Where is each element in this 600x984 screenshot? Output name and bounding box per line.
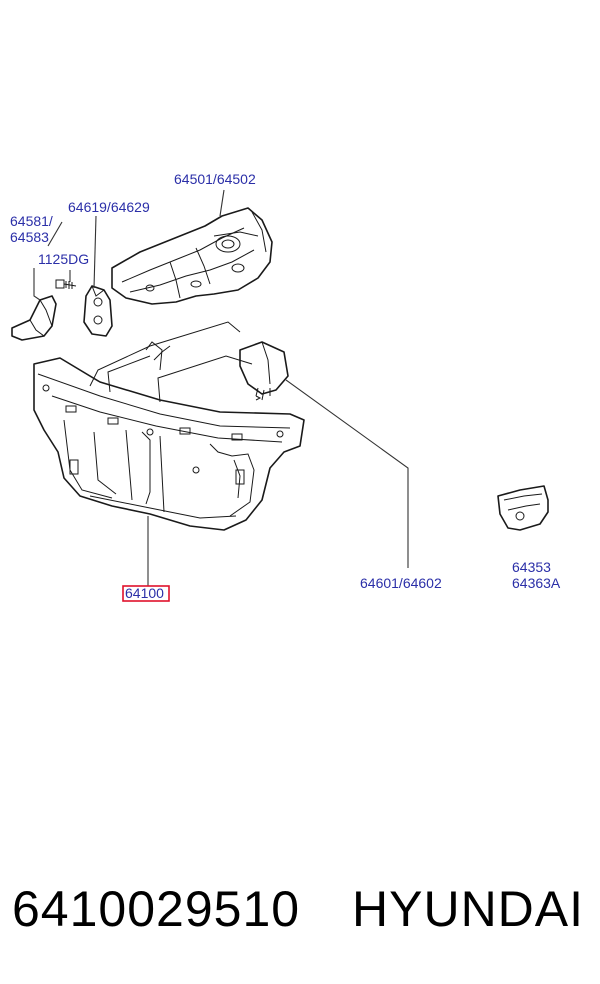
label-fender-apron: 64501/64502 bbox=[174, 171, 256, 187]
fender-apron-illustration bbox=[111, 207, 273, 305]
label-main-part[interactable]: 64100 bbox=[125, 585, 164, 601]
label-side-member: 64601/64602 bbox=[360, 575, 442, 591]
label-bracket-pair: 64619/64629 bbox=[68, 199, 150, 215]
panel-64353-illustration bbox=[497, 485, 549, 531]
label-panel-a: 64353 bbox=[512, 559, 551, 575]
label-bracket-a: 64581/ bbox=[10, 213, 53, 229]
bracket-64619-illustration bbox=[83, 285, 113, 337]
label-bracket-b: 64583 bbox=[10, 229, 49, 245]
bolt-illustration bbox=[55, 279, 77, 289]
leader-lines bbox=[33, 189, 409, 586]
front-panel-illustration bbox=[33, 321, 305, 531]
footer-part-number: 6410029510 bbox=[12, 881, 301, 937]
bracket-64581-illustration bbox=[11, 295, 57, 341]
label-bolt: 1125DG bbox=[38, 251, 89, 267]
side-member-illustration bbox=[239, 341, 289, 401]
main-part-highlight-box bbox=[122, 585, 170, 602]
label-panel-b: 64363A bbox=[512, 575, 561, 591]
footer-brand: HYUNDAI bbox=[352, 881, 585, 937]
